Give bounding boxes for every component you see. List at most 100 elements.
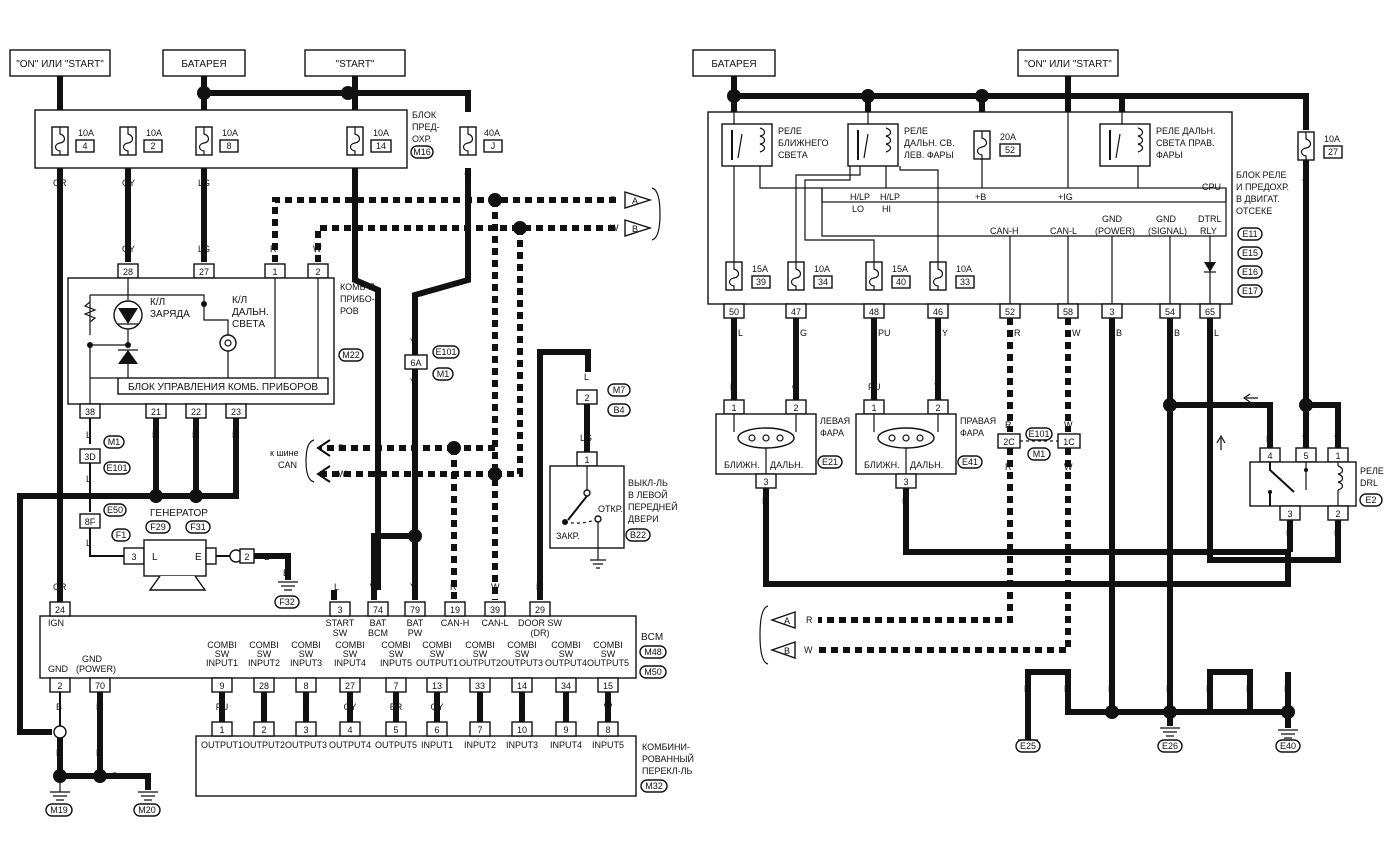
drl-relay: 4 5 1 3 2 РЕЛЕ DRL E2 bbox=[1249, 447, 1384, 521]
connector-ref: E101 bbox=[435, 347, 456, 357]
wire-color: Y bbox=[1334, 434, 1340, 444]
pin: 6A bbox=[410, 358, 421, 368]
wire-color: Y bbox=[464, 172, 470, 182]
bcm-combi-label: INPUT1 bbox=[206, 658, 238, 668]
bcm-combi-label: SW bbox=[215, 649, 230, 659]
wire-color: B bbox=[1064, 684, 1070, 694]
charge-label: ЗАРЯДА bbox=[150, 309, 190, 320]
pin bbox=[444, 601, 466, 617]
wire-color: B bbox=[112, 771, 118, 781]
fuse-2 bbox=[119, 126, 137, 156]
bcm-combi-label: INPUT2 bbox=[248, 658, 280, 668]
fuse-rating: 15A bbox=[752, 264, 768, 274]
pin-label: 27 bbox=[345, 681, 355, 691]
can-ref: B bbox=[784, 646, 790, 656]
bcm-combi-label: COMBI bbox=[507, 640, 537, 650]
fuse-block-label: ОХР. bbox=[412, 134, 431, 144]
cpu-output: CAN-L bbox=[1050, 226, 1077, 236]
fuse-4 bbox=[51, 126, 69, 156]
battery-right-box bbox=[692, 49, 776, 77]
charge-label: К/Л bbox=[150, 297, 165, 308]
wire-color: G bbox=[800, 328, 807, 338]
wire-color: GY bbox=[122, 178, 135, 188]
drl-relay-label: РЕЛЕ bbox=[1360, 466, 1384, 476]
relay-label: РЕЛЕ bbox=[904, 126, 928, 136]
pin bbox=[469, 721, 491, 737]
pin-label: 33 bbox=[475, 681, 485, 691]
pin-label: 14 bbox=[517, 681, 527, 691]
cpu-input: H/LP bbox=[850, 192, 870, 202]
pin: 1 bbox=[272, 267, 277, 277]
bcm-terminal-label: SW bbox=[333, 628, 348, 638]
relay-label: СВЕТА ПРАВ. bbox=[1156, 138, 1215, 148]
wire-color: GY bbox=[122, 244, 135, 254]
relay-label: ФАРЫ bbox=[1156, 150, 1183, 160]
relay-label: БЛИЖНЕГО bbox=[778, 138, 828, 148]
pin-label: 58 bbox=[1063, 307, 1073, 317]
headlamp-label: ПРАВАЯ bbox=[960, 416, 996, 426]
fuse-rating: 20A bbox=[1000, 132, 1016, 142]
wire-color: B bbox=[56, 702, 62, 712]
wire-color: R bbox=[1005, 420, 1012, 430]
combi-switch-terminal: OUTPUT4 bbox=[329, 740, 371, 750]
wire-color: W bbox=[610, 223, 619, 233]
connector-ref: M32 bbox=[645, 781, 663, 791]
pin: 3 bbox=[763, 477, 768, 487]
high-beam-label: ДАЛЬН. bbox=[232, 307, 269, 318]
wire-color: B bbox=[1024, 684, 1030, 694]
wire-color: R bbox=[610, 195, 617, 205]
pin bbox=[597, 721, 619, 737]
bcm-terminal-label: (DR) bbox=[531, 628, 550, 638]
wire-color: L bbox=[584, 372, 589, 382]
meter-control-unit bbox=[117, 377, 329, 395]
wire-color: OR bbox=[53, 178, 67, 188]
pin: 3 bbox=[903, 477, 908, 487]
pin bbox=[295, 721, 317, 737]
wire-color: LG bbox=[198, 178, 210, 188]
pin: 1 bbox=[731, 403, 736, 413]
bcm-combi-label: INPUT3 bbox=[290, 658, 322, 668]
wire-color: R bbox=[806, 615, 813, 625]
wire-color: Y bbox=[410, 377, 416, 387]
pin: 2 bbox=[935, 403, 940, 413]
wire-color: B bbox=[232, 430, 238, 440]
bcm-combi-label: SW bbox=[299, 649, 314, 659]
pin-label: 47 bbox=[791, 307, 801, 317]
bcm-combi-label: SW bbox=[343, 649, 358, 659]
pin-label: 29 bbox=[535, 605, 545, 615]
pin-label: 5 bbox=[393, 725, 398, 735]
can-ref: A bbox=[632, 196, 638, 206]
combi-switch-terminal: OUTPUT1 bbox=[201, 740, 243, 750]
diode-icon bbox=[1204, 262, 1216, 272]
wire-color: Y bbox=[1302, 434, 1308, 444]
bcm-terminal-label: DOOR SW bbox=[518, 618, 563, 628]
on-start-left-label: "ON" ИЛИ "START" bbox=[16, 59, 104, 70]
left-diagram: "ON" ИЛИ "START" БАТАРЕЯ "START" 10A 4 1… bbox=[9, 49, 694, 817]
combi-switch-terminal: INPUT5 bbox=[592, 740, 624, 750]
connector-ref: M1 bbox=[1033, 449, 1046, 459]
connector-ref: E11 bbox=[1242, 229, 1257, 239]
pin-label: 79 bbox=[410, 605, 420, 615]
pin bbox=[253, 721, 275, 737]
wire-color: L bbox=[86, 538, 91, 548]
ipdm-label: БЛОК РЕЛЕ bbox=[1236, 170, 1286, 180]
headlamp-label: ФАРА bbox=[960, 428, 984, 438]
battery-right-label: БАТАРЕЯ bbox=[711, 59, 756, 70]
pin-label: 3 bbox=[1109, 307, 1114, 317]
cpu-output: (SIGNAL) bbox=[1148, 226, 1187, 236]
battery-left-label: БАТАРЕЯ bbox=[181, 59, 226, 70]
pin: 2 bbox=[315, 267, 320, 277]
wire-color: GY bbox=[430, 702, 443, 712]
wire-color: L bbox=[303, 702, 308, 712]
cpu-input: LO bbox=[852, 204, 864, 214]
ipdm-label: В ДВИГАТ. bbox=[1236, 194, 1280, 204]
fuse-8 bbox=[195, 126, 213, 156]
pin-label: 6 bbox=[434, 725, 439, 735]
connector-ref: M22 bbox=[342, 350, 360, 360]
wire-color: L bbox=[730, 382, 735, 392]
pin: 1 bbox=[1335, 451, 1340, 461]
wire-color: BR bbox=[390, 702, 403, 712]
diode-icon bbox=[118, 308, 138, 324]
pin: 3 bbox=[131, 552, 136, 562]
pin-label: 48 bbox=[869, 307, 879, 317]
